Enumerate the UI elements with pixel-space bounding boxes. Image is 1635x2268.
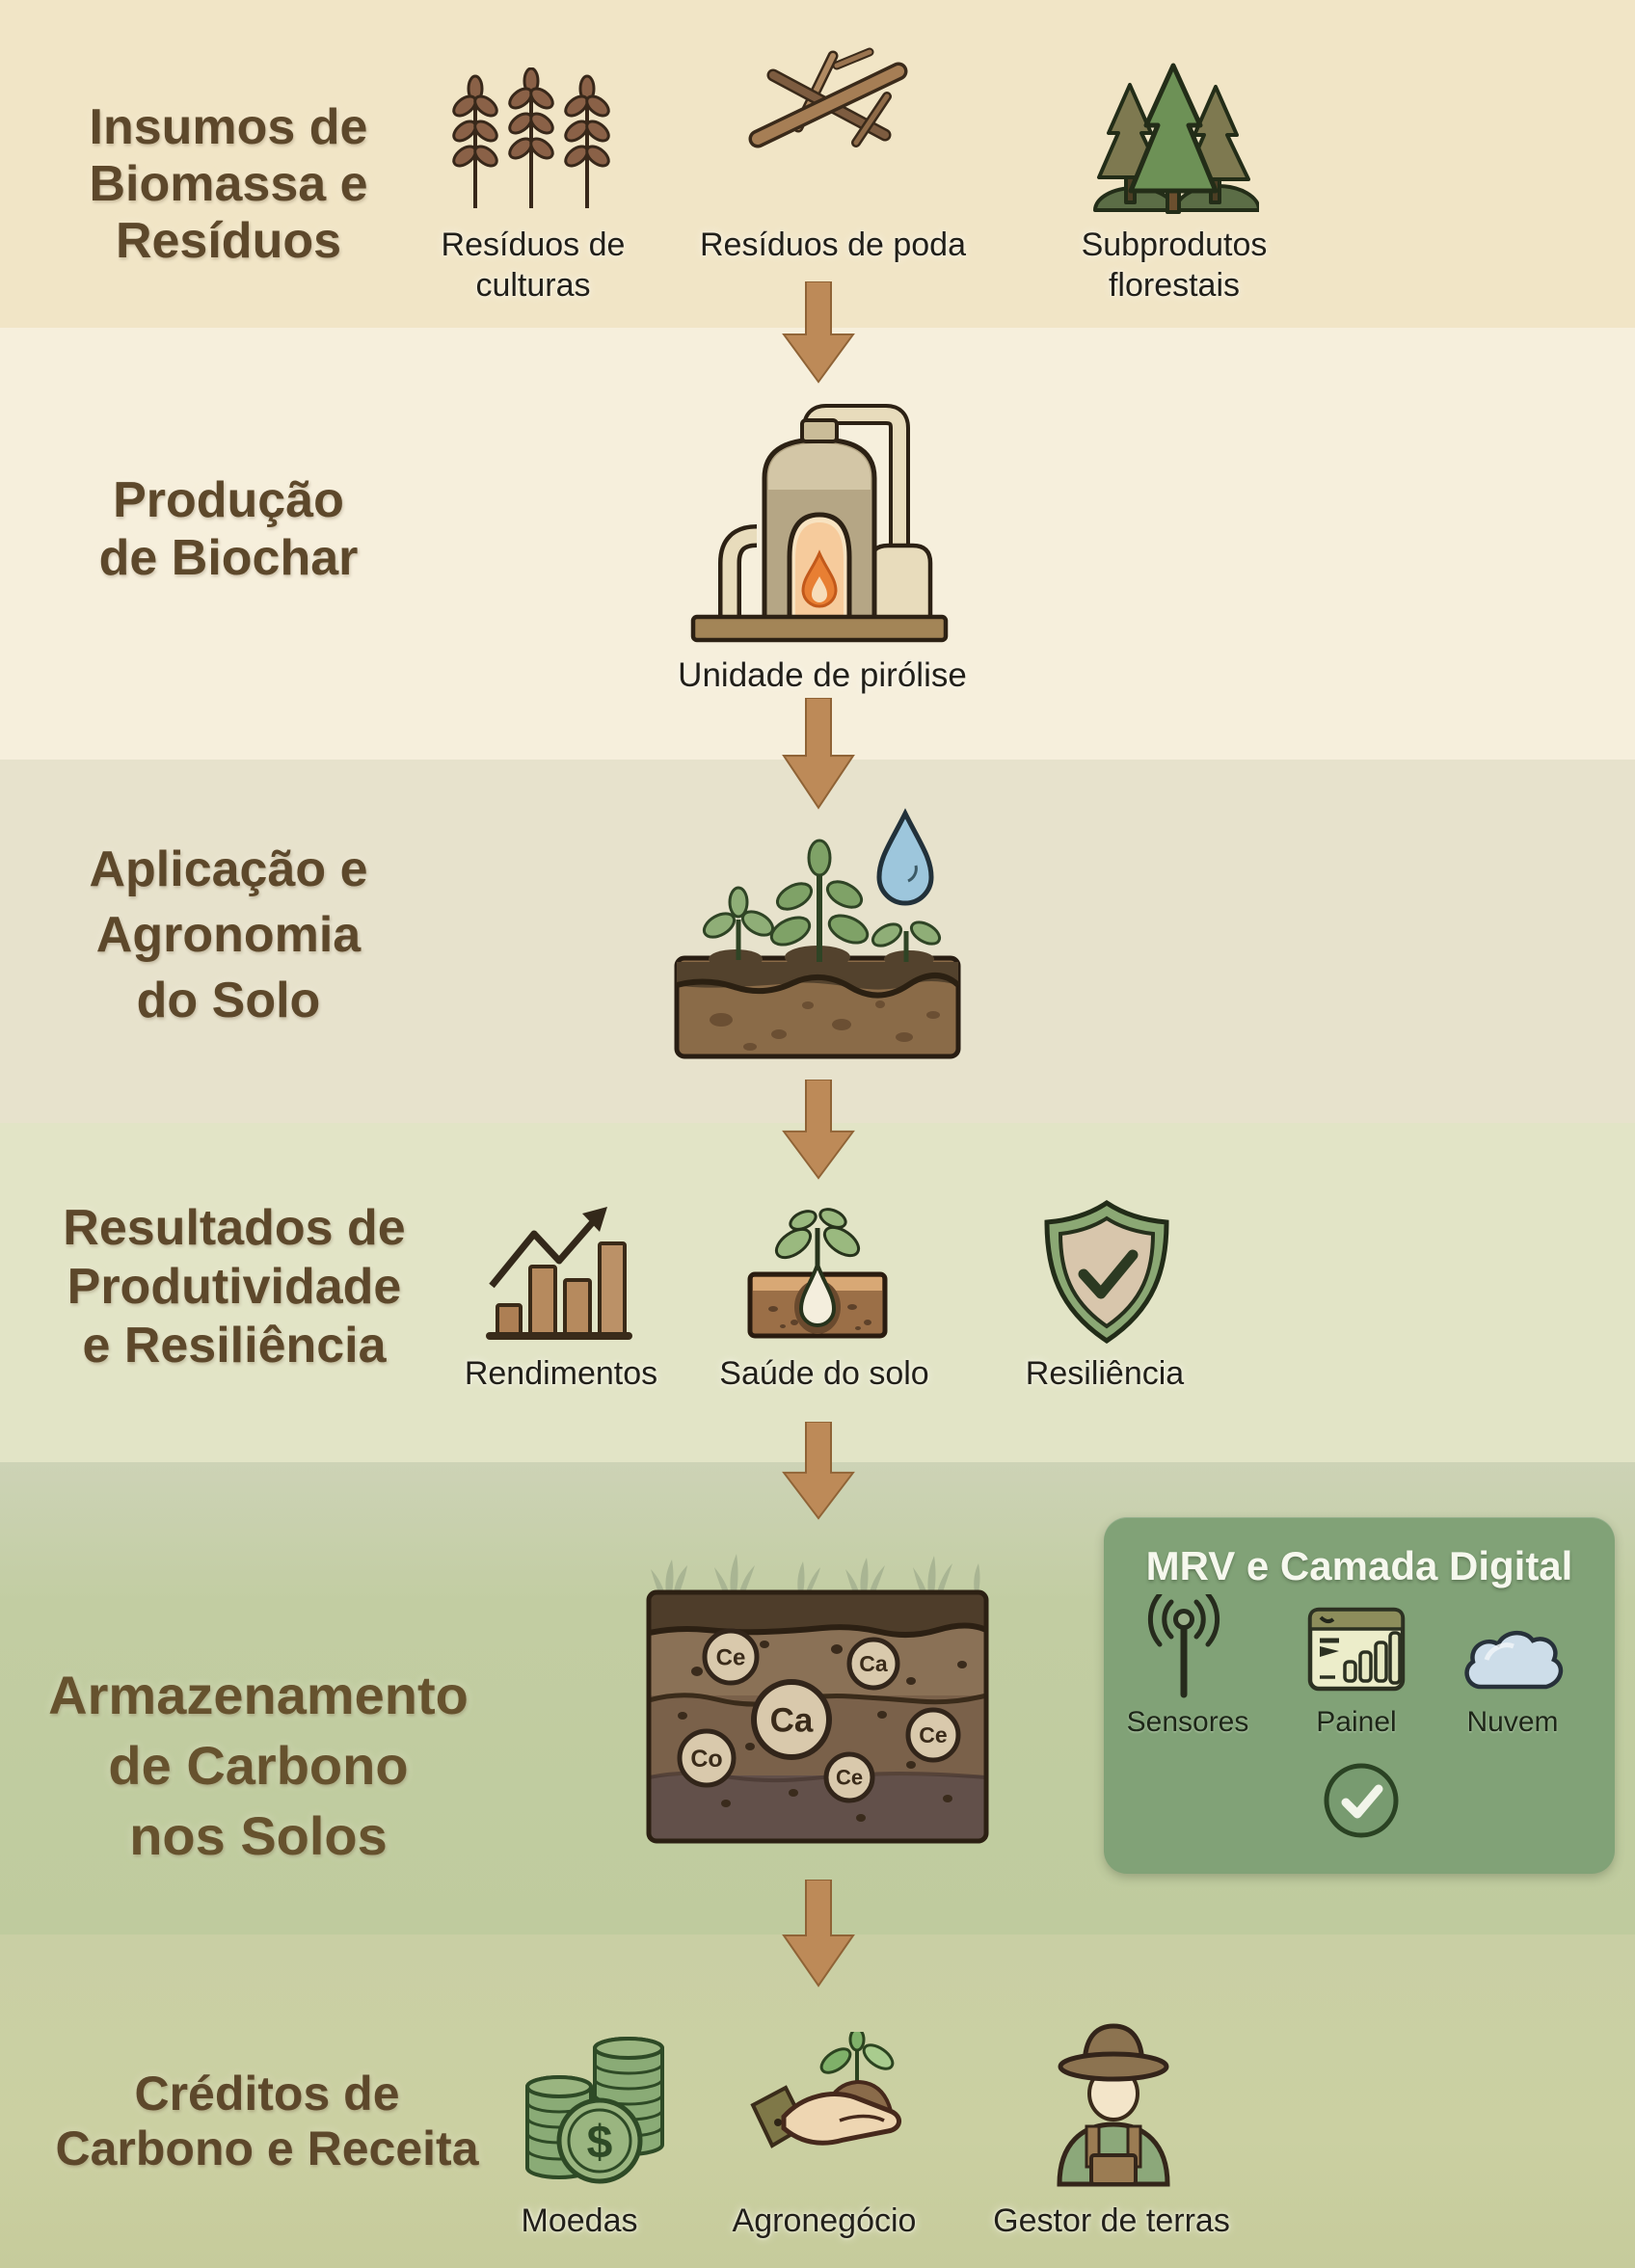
pyrolysis-unit-icon [690,404,949,643]
wheat-icon [452,67,610,208]
section-insumos-band [0,0,1635,328]
label-saude-solo: Saúde do solo [719,1355,929,1392]
sensor-antenna-icon [1147,1594,1220,1698]
grass-icon [651,1554,980,1592]
soil-carbon-storage-icon: Ce Ca Ca Co Ce Ce [646,1554,989,1844]
label-painel: Painel [1316,1706,1397,1738]
mrv-panel-title: MRV e Camada Digital [1145,1543,1573,1588]
plants-soil-waterdrop-icon [674,808,961,1059]
section-title-aplicacao: Aplicação e Agronomia do Solo [89,841,368,1028]
section-title-armazenamento: Armazenamento de Carbono nos Solos [48,1665,469,1866]
flow-arrow-1 [782,281,855,384]
pruning-branches-icon [748,47,908,148]
flow-arrow-4 [782,1422,855,1520]
farmer-icon [1057,2023,1170,2187]
section-title-insumos: Insumos de Biomassa e Resíduos [89,99,368,269]
water-drop-icon [876,808,934,906]
flow-arrow-5 [782,1880,855,1988]
yield-bar-chart-icon [486,1207,632,1340]
particle-label: Ce [919,1722,947,1748]
label-subprodutos-florestais: Subprodutos florestais [1081,227,1268,304]
particle-label: Ca [770,1701,814,1739]
label-residuos-culturas: Resíduos de culturas [441,227,626,304]
particle-label: Ce [836,1766,863,1790]
section-title-creditos: Créditos de Carbono e Receita [55,2067,479,2175]
soil-health-icon [747,1208,888,1339]
coins-icon: $ [525,2037,664,2184]
hand-plant-icon [750,2032,901,2148]
label-sensores: Sensores [1126,1706,1249,1738]
label-nuvem: Nuvem [1466,1706,1559,1738]
dashboard-icon [1307,1607,1406,1692]
flow-arrow-3 [782,1080,855,1180]
check-circle-icon [1324,1763,1399,1838]
carbon-particles: Ce Ca Ca Co Ce Ce [677,1628,961,1803]
shield-check-icon [1044,1199,1169,1344]
label-gestor-terras: Gestor de terras [993,2202,1230,2239]
label-moedas: Moedas [521,2202,638,2239]
dollar-sign-glyph: $ [587,2117,613,2168]
particle-label: Ce [716,1644,746,1670]
label-rendimentos: Rendimentos [464,1355,658,1392]
particle-label: Co [690,1746,722,1773]
label-resiliencia: Resiliência [1025,1355,1185,1392]
flow-arrow-2 [782,698,855,810]
cloud-icon [1464,1631,1564,1690]
mrv-panel: MRV e Camada Digital Sensores [1104,1517,1615,1874]
label-agronegocio: Agronegócio [732,2202,917,2239]
particle-label: Ca [859,1651,888,1676]
section-title-producao: Produção de Biochar [98,472,359,586]
pine-trees-icon [1093,63,1259,214]
section-title-resultados: Resultados de Produtividade e Resiliênci… [63,1200,406,1374]
label-residuos-poda: Resíduos de poda [700,227,966,263]
label-unidade-pirolise: Unidade de pirólise [678,656,967,694]
